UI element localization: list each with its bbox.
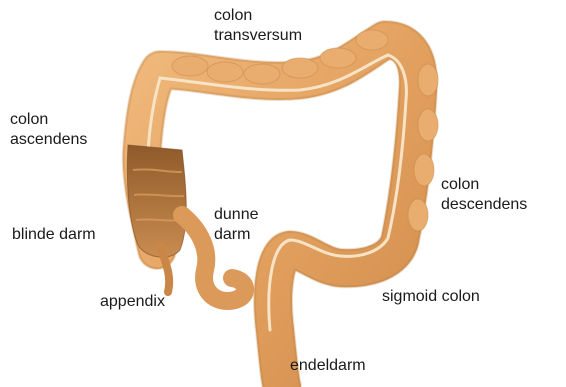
label-sigmoid-colon: sigmoid colon — [382, 287, 480, 307]
label-appendix: appendix — [100, 292, 165, 312]
label-endeldarm: endeldarm — [290, 356, 366, 376]
label-colon-ascendens: colon ascendens — [10, 110, 87, 150]
label-dunne-darm: dunne darm — [214, 205, 259, 245]
label-colon-transversum: colon transversum — [214, 6, 302, 46]
cecum-shape — [127, 145, 186, 257]
label-colon-descendens: colon descendens — [441, 175, 527, 215]
label-blinde-darm: blinde darm — [12, 225, 96, 245]
